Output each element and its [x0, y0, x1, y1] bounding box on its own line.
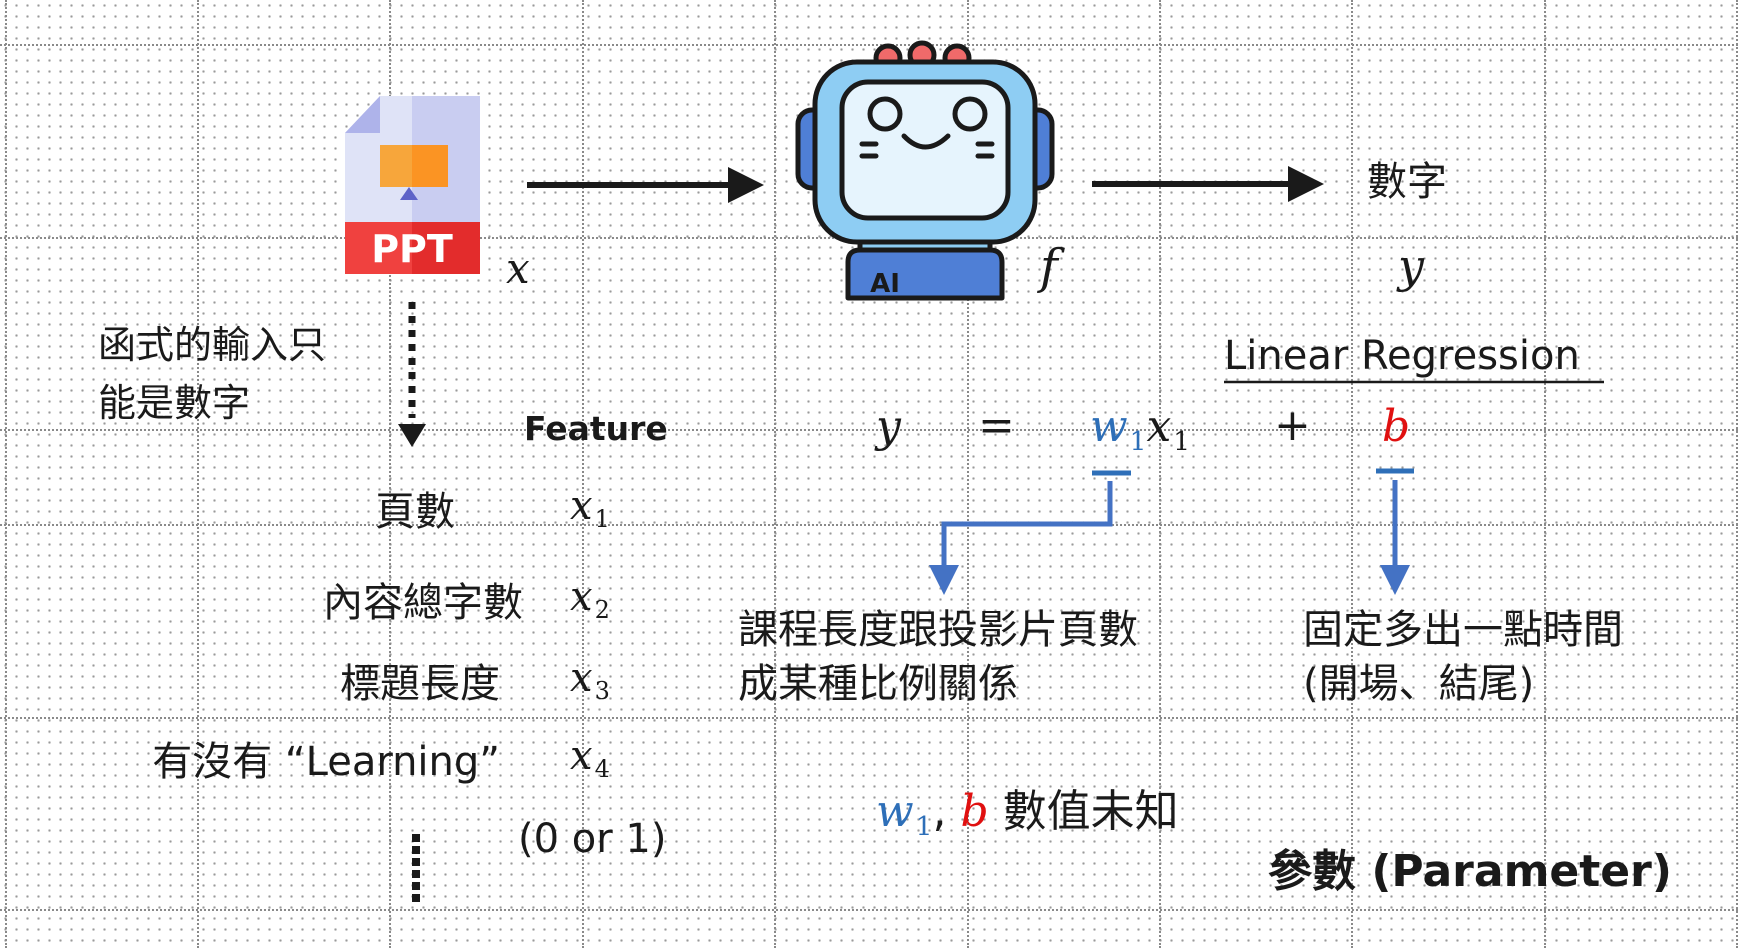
grid-line — [774, 0, 776, 948]
formula-lhs: y — [876, 401, 901, 452]
grid-line — [389, 0, 391, 948]
output-label: 數字 — [1367, 159, 1447, 205]
ppt-icon-label: PPT — [371, 227, 453, 271]
arrow-w-explain — [929, 481, 1113, 595]
b-explain-line1: 固定多出一點時間 — [1303, 607, 1623, 653]
feature-var-2: x2 — [570, 574, 610, 625]
grid-line — [967, 0, 969, 948]
feature-header: Feature — [524, 409, 668, 448]
feature-name-1: 頁數 — [375, 489, 455, 535]
feature-binary-note: (0 or 1) — [518, 816, 667, 862]
grid-line — [582, 0, 584, 948]
parameter-label: 參數 (Parameter) — [1268, 846, 1672, 897]
grid-line — [1736, 0, 1738, 948]
feature-var-3: x3 — [570, 655, 610, 706]
dotted-arrow-head — [398, 424, 426, 447]
feature-name-2: 內容總字數 — [323, 580, 523, 626]
ellipsis-dots — [412, 834, 420, 902]
b-explain-line2: (開場、結尾) — [1303, 661, 1535, 707]
robot-icon: AI — [795, 40, 1055, 301]
w-explain-line2: 成某種比例關係 — [738, 661, 1018, 707]
grid-line — [0, 44, 1738, 46]
ppt-file-icon: PPT — [345, 96, 480, 274]
feature-name-4: 有沒有 “Learning” — [152, 739, 500, 785]
feature-var-4: x4 — [570, 733, 610, 784]
input-note-line2: 能是數字 — [98, 381, 251, 425]
grid-line — [0, 429, 1738, 431]
output-var: y — [1398, 239, 1424, 293]
unknown-params: w1, b 數值未知 — [876, 786, 1179, 843]
grid-line — [0, 524, 1738, 526]
grid-line — [1159, 0, 1161, 948]
model-var: f — [1040, 239, 1058, 295]
formula-plus: + — [1274, 400, 1311, 451]
grid-line — [1351, 0, 1353, 948]
input-var: x — [506, 244, 530, 293]
formula-term-wx: w1x1 — [1090, 401, 1191, 458]
formula-equals: = — [978, 400, 1015, 451]
formula-bias: b — [1382, 401, 1411, 452]
grid-line — [0, 909, 1738, 911]
grid-line — [197, 0, 199, 948]
grid-line — [0, 717, 1738, 719]
feature-name-3: 標題長度 — [340, 661, 500, 707]
regression-title: Linear Regression — [1224, 333, 1580, 379]
robot-badge: AI — [870, 269, 900, 299]
grid-line — [1544, 0, 1546, 948]
feature-var-1: x1 — [570, 483, 610, 534]
grid-line — [5, 0, 7, 948]
w-explain-line1: 課程長度跟投影片頁數 — [738, 607, 1138, 653]
input-note-line1: 函式的輸入只 — [98, 323, 327, 367]
